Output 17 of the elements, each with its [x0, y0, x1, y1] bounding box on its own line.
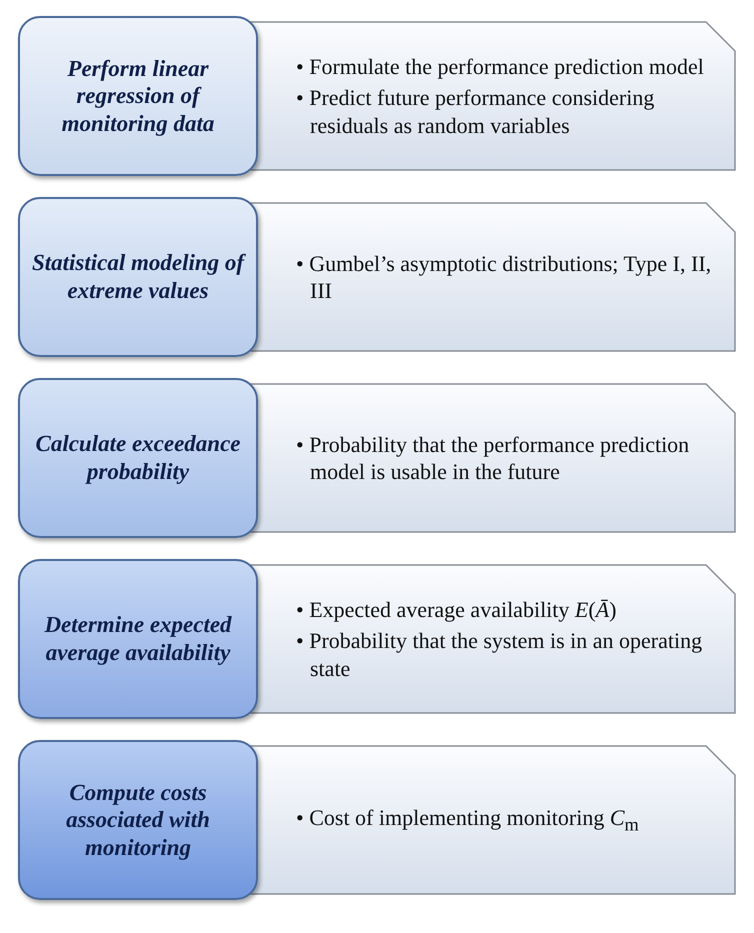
step-box — [18, 197, 258, 357]
step-title: Statistical modeling of extreme values — [30, 249, 247, 305]
step-title: Compute costs associated with monitoring — [65, 778, 211, 862]
bullet-text: • Cost of implementing monitoring C$_{m}$ — [296, 804, 640, 836]
step-title: Perform linear regression of monitoring data — [60, 54, 216, 138]
bullet-text: • Probability that the system is in an operating state — [296, 627, 704, 682]
step-title: Calculate exceedance probability — [34, 430, 242, 486]
step-box — [18, 740, 258, 900]
bullet-text: • Predict future performance considering residuals as random variables — [296, 84, 656, 140]
step-title: Determine expected average availability — [43, 611, 233, 667]
bullet-text: • Expected average availability E(Ā) — [296, 596, 618, 624]
step-box — [18, 559, 258, 719]
step-box — [18, 378, 258, 538]
bullet-text: • Formulate the performance prediction model — [296, 52, 705, 80]
bullet-text: • Probability that the performance prediction model is usable in the future — [296, 430, 690, 486]
step-box — [18, 16, 258, 176]
bullet-text: • Gumbel’s asymptotic distributions; Type I, II, III — [296, 250, 712, 304]
